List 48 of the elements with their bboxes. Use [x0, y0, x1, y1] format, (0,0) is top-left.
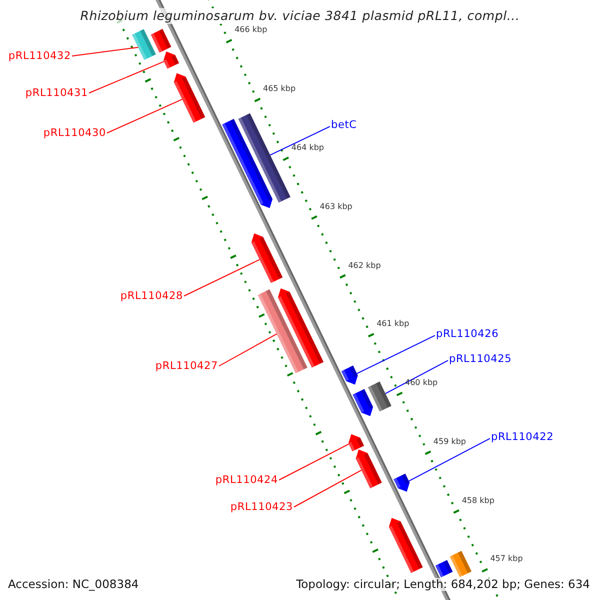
leader-line [184, 259, 260, 296]
gene-feature [368, 382, 392, 412]
leader-line [408, 438, 490, 482]
gene-label: pRL110424 [215, 474, 278, 486]
gene-feature [348, 434, 364, 452]
gene-label: pRL110422 [491, 430, 554, 444]
scale-label: 464 kbp [291, 142, 324, 152]
gene-feature [352, 388, 374, 416]
gene-label: pRL110428 [120, 290, 183, 302]
gene-label: pRL110427 [155, 360, 218, 372]
scale-label: 463 kbp [320, 202, 352, 211]
leader-line [106, 98, 183, 134]
gene-label: pRL110425 [449, 352, 512, 366]
gene-feature [163, 52, 180, 69]
gene-label: pRL110430 [43, 126, 106, 140]
gene-feature [341, 366, 358, 385]
gene-feature [450, 550, 472, 578]
footer-text: Accession: NC_008384 [6, 578, 141, 592]
leader-line [294, 470, 362, 508]
gene-feature [238, 113, 290, 203]
gene-feature [435, 560, 453, 578]
gene-feature [174, 73, 206, 123]
gene-feature [150, 28, 172, 53]
gene-label: pRL110431 [25, 86, 88, 100]
gene-feature [278, 288, 324, 368]
gene-feature [132, 29, 156, 60]
leader-line [88, 61, 164, 94]
gene-feature [258, 289, 308, 374]
gene-label: betC [331, 118, 357, 132]
gene-label: pRL110423 [230, 500, 293, 514]
leader-line [278, 444, 350, 480]
gene-feature [251, 233, 283, 284]
gene-feature [356, 449, 382, 488]
scale-label: 461 kbp [376, 319, 410, 328]
scale-label: 466 kbp [234, 25, 268, 35]
scale-label: 459 kbp [433, 436, 466, 446]
gene-feature [222, 118, 273, 208]
scale-label: 458 kbp [462, 496, 494, 505]
scale-label: 460 kbp [405, 378, 438, 388]
gene-feature [394, 474, 410, 492]
gene-label: pRL110432 [8, 50, 71, 62]
scale-label: 465 kbp [262, 84, 296, 94]
gene-label: pRL110426 [436, 328, 499, 340]
gene-feature [388, 518, 423, 573]
scale-label: 462 kbp [348, 260, 381, 270]
leader-line [270, 126, 330, 156]
leader-line [356, 334, 436, 374]
scale-label: 457 kbp [490, 554, 523, 564]
